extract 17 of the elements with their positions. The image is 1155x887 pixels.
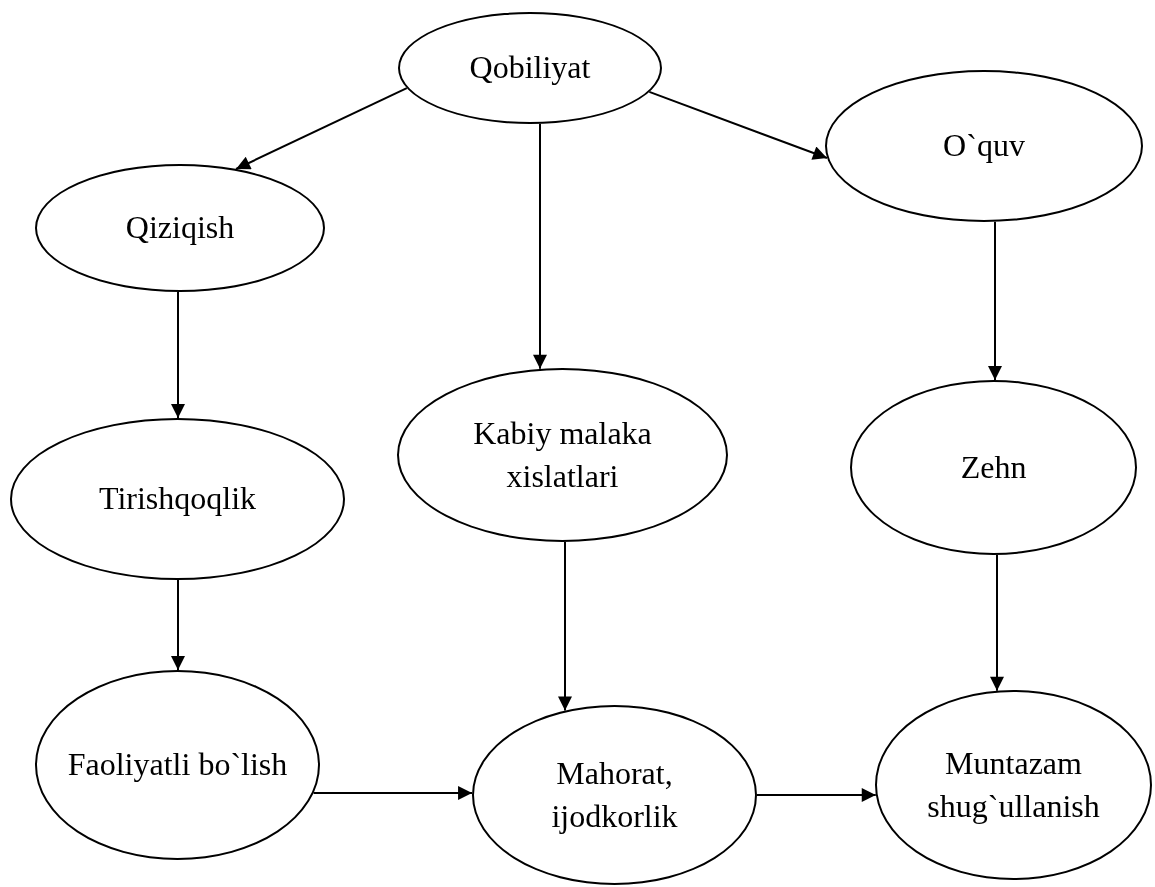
node-label: Kabiy malaka xislatlari xyxy=(472,413,653,496)
node-label: Tirishqoqlik xyxy=(98,479,257,519)
arrow xyxy=(533,122,547,370)
node-label: Zehn xyxy=(960,447,1027,487)
node-label: Qiziqish xyxy=(125,208,235,248)
node-label: Qobiliyat xyxy=(469,48,591,88)
arrow xyxy=(990,553,1004,692)
node-label: O`quv xyxy=(943,126,1025,166)
arrow xyxy=(558,541,572,712)
node-label: Muntazam shug`ullanish xyxy=(926,743,1101,826)
arrow xyxy=(171,579,185,671)
node-label: Faoliyatli bo`lish xyxy=(67,745,288,785)
arrow xyxy=(171,291,185,419)
node-label: Mahorat, ijodkorlik xyxy=(550,753,679,836)
arrow xyxy=(756,788,877,802)
arrow xyxy=(235,87,408,170)
arrow xyxy=(988,220,1002,381)
